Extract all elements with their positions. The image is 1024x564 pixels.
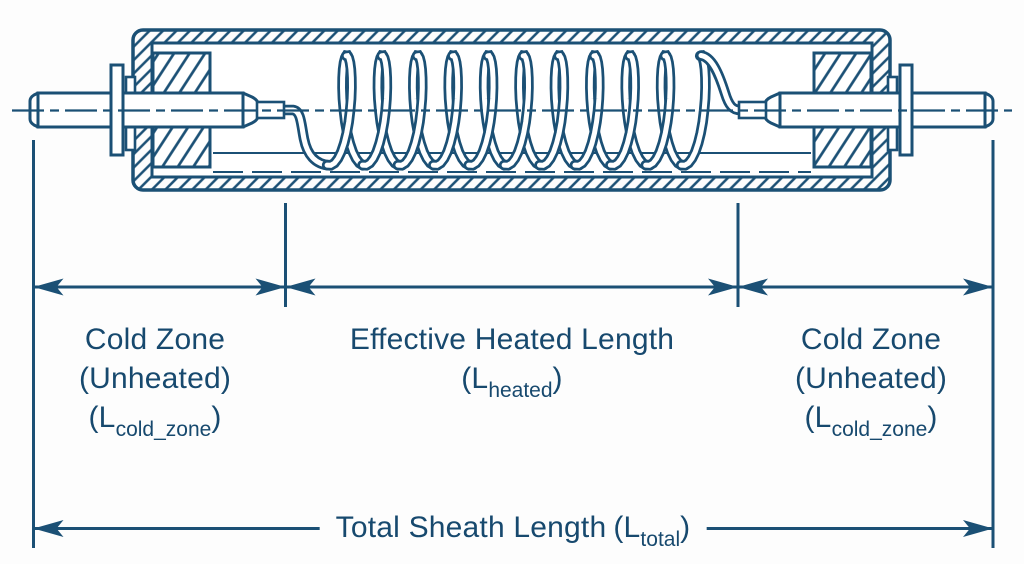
symbol-open: (L [88,401,116,434]
dimension-lines [32,140,995,548]
cold-zone-left-subtitle: (Unheated) [78,362,232,395]
symbol-open: (L [461,362,489,395]
cold-zone-left-symbol: (Lcold_zone) [40,398,270,447]
cold-zone-right-label: Cold Zone (Unheated) (Lcold_zone) [757,320,985,447]
total-sheath-length-label: Total Sheath Length(Ltotal) [319,508,707,558]
symbol-subscript: total [640,528,681,551]
symbol-close: ) [927,401,938,434]
symbol-subscript: heated [488,379,553,402]
symbol-subscript: cold_zone [831,418,928,441]
cold-zone-right-symbol: (Lcold_zone) [757,398,985,447]
heated-length-label: Effective Heated Length (Lheated) [330,320,694,408]
symbol-close: ) [552,362,563,395]
total-sheath-length-symbol: (Ltotal) [613,511,691,551]
symbol-open: (L [804,401,832,434]
cold-zone-right-title: Cold Zone [800,323,942,356]
cold-zone-right-subtitle: (Unheated) [794,362,948,395]
heated-length-symbol: (Lheated) [330,359,694,408]
heated-length-title: Effective Heated Length [349,323,675,356]
cold-zone-left-label: Cold Zone (Unheated) (Lcold_zone) [40,320,270,447]
cold-zone-left-title: Cold Zone [84,323,226,356]
symbol-close: ) [680,511,691,544]
symbol-close: ) [211,401,222,434]
total-sheath-length-title: Total Sheath Length [335,511,607,544]
symbol-subscript: cold_zone [115,418,212,441]
symbol-open: (L [613,511,641,544]
